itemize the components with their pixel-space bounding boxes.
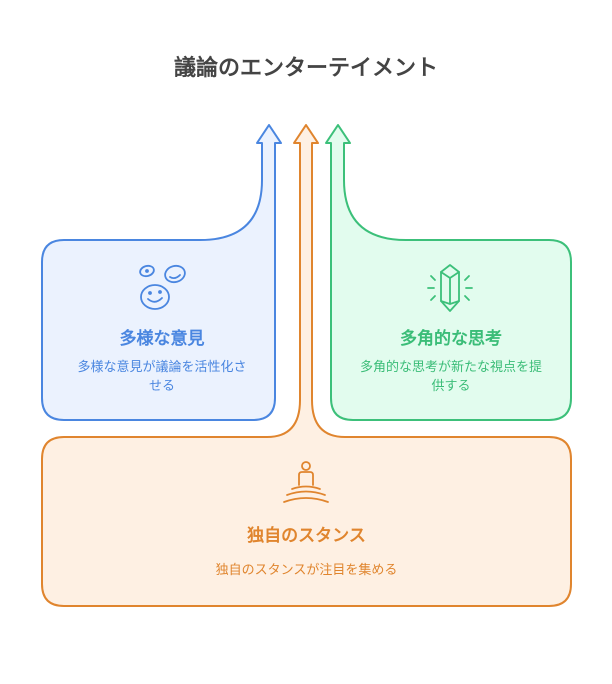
orange-arrow-box [41, 124, 572, 607]
page-title: 議論のエンターテイメント [173, 56, 438, 81]
green-arrow-box [325, 124, 572, 421]
meditation-icon [283, 461, 329, 503]
unique-stance-description: 独自のスタンスが注目を集める [215, 563, 398, 578]
unique-stance-heading: 独自のスタンス [247, 526, 366, 546]
diverse-opinions-heading: 多様な意見 [119, 329, 205, 349]
multi-angle-heading: 多角的な思考 [400, 329, 502, 349]
smiling-faces-icon [139, 264, 186, 310]
crystal-icon [427, 264, 473, 312]
blue-arrow-box [41, 124, 282, 421]
diverse-opinions-description: 多様な意見が議論を活性化させる [77, 360, 247, 394]
multi-angle-description: 多角的な思考が新たな視点を提供する [360, 360, 543, 394]
